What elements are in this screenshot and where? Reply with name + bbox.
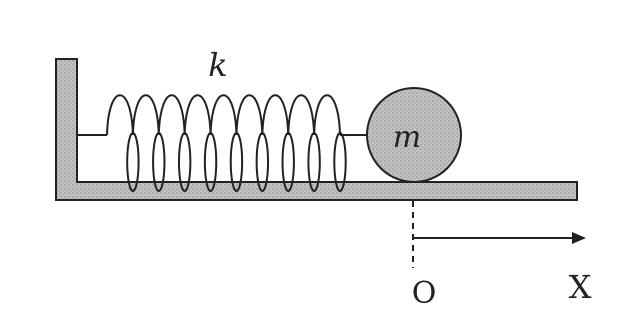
spring-coil-loop [281,132,295,192]
spring [106,94,347,192]
spring-coil-loop [203,132,218,192]
spring-coil-loop [307,132,321,192]
spring-coil-loop [177,132,192,192]
spring-coil-loop [229,132,244,192]
mass-ball [366,87,462,183]
spring-coil-loop [255,132,270,192]
spring-coil-loop [126,132,140,192]
spring-front-arches [106,94,341,136]
origin-label: O [412,276,437,311]
x-axis-label: X [569,268,592,306]
spring-coil-loop [333,132,347,192]
spring-coil-loop [152,132,166,192]
mass-label: m [393,120,421,155]
spring-constant-label: k [208,46,227,84]
wall-and-floor [55,58,578,201]
